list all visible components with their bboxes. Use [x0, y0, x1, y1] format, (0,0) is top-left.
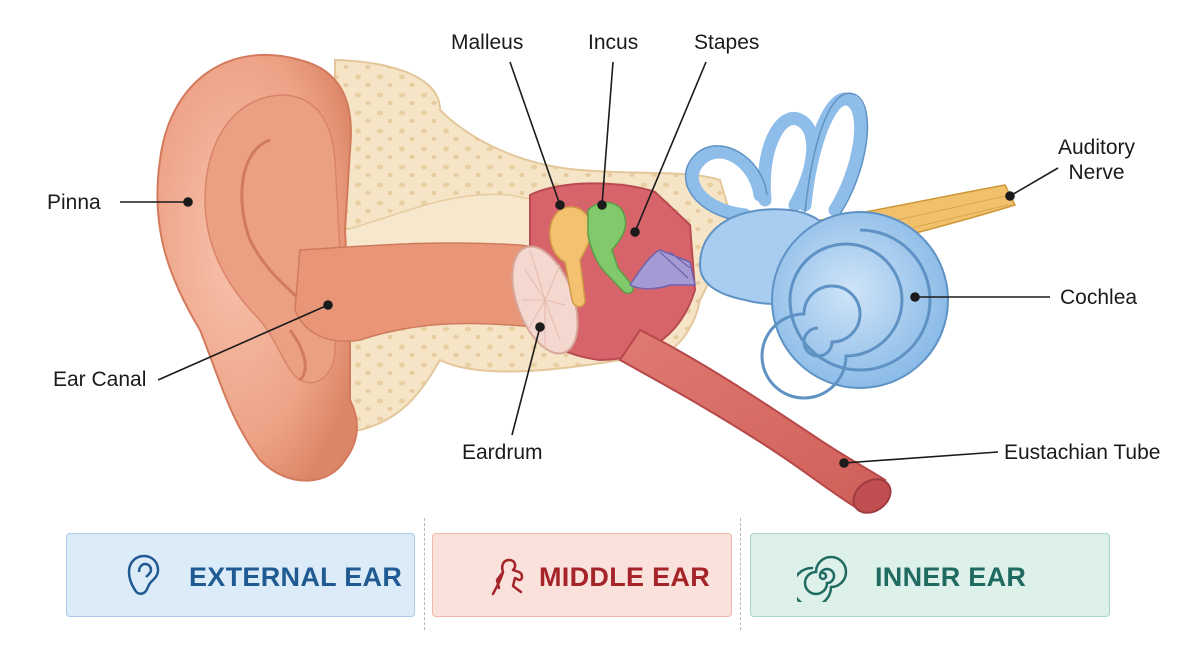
spiral-icon — [797, 555, 848, 602]
label-stapes: Stapes — [694, 31, 760, 54]
label-eardrum: Eardrum — [462, 441, 543, 464]
section-inner-ear-label: INNER EAR — [875, 562, 1027, 592]
stapes-shape — [628, 249, 696, 290]
section-external-ear-label: EXTERNAL EAR — [189, 562, 403, 592]
ear-icon — [127, 554, 160, 595]
ear-anatomy-diagram — [120, 53, 1059, 514]
semicircular-canals-outline — [684, 92, 869, 223]
label-cochlea: Cochlea — [1060, 286, 1138, 309]
label-malleus: Malleus — [451, 31, 524, 54]
section-inner-ear: INNER EAR — [750, 533, 1110, 617]
leader-lines — [120, 61, 1059, 468]
eustachian-tube-shape — [618, 328, 892, 514]
label-eustachian-tube: Eustachian Tube — [1004, 441, 1161, 464]
divider-1 — [424, 518, 425, 630]
section-middle-ear-label: MIDDLE EAR — [539, 562, 710, 592]
section-middle-ear: MIDDLE EAR — [432, 533, 732, 617]
label-auditory-nerve-line1: Auditory — [1058, 136, 1136, 159]
label-ear-canal: Ear Canal — [53, 368, 147, 391]
divider-2 — [740, 518, 741, 630]
ear-canal-shape — [294, 242, 561, 342]
ossicles-icon — [491, 558, 524, 596]
section-external-ear: EXTERNAL EAR — [66, 533, 415, 617]
label-auditory-nerve-line2: Nerve — [1068, 161, 1125, 184]
cochlea-shape — [760, 211, 949, 400]
label-incus: Incus — [588, 31, 639, 54]
label-pinna: Pinna — [47, 191, 101, 214]
label-auditory-nerve: Auditory Nerve — [1058, 135, 1135, 185]
malleus-shape — [549, 206, 592, 308]
